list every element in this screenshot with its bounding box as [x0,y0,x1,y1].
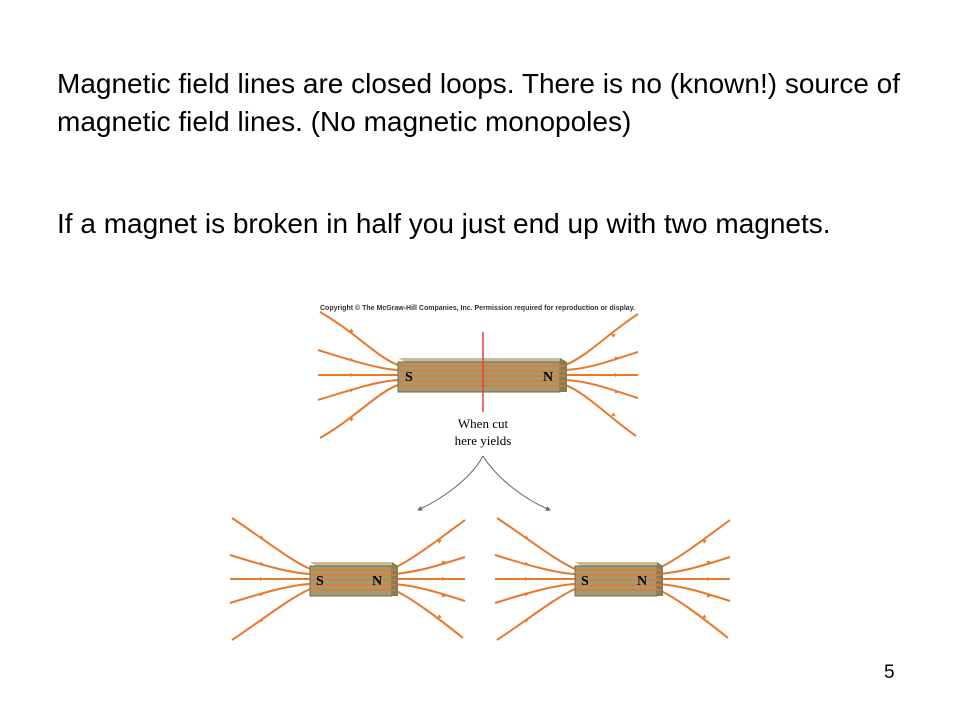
bar-magnet-top: S N [397,358,567,393]
south-pole-label: S [581,574,589,589]
north-pole-label: N [543,370,553,385]
field-lines-top-left [317,311,399,439]
field-lines-bottom-left-magnet [229,517,466,641]
cut-caption-line1: When cut [458,416,509,431]
cut-caption-line2: here yields [455,433,512,448]
south-pole-label: S [316,574,324,589]
bar-magnet-bottom-right: S N [574,562,663,597]
copyright-notice: Copyright © The McGraw-Hill Companies, I… [320,304,635,312]
field-lines-top-right [564,313,639,437]
paragraph-broken-magnet: If a magnet is broken in half you just e… [57,208,831,239]
bar-magnet-bottom-left: S N [309,562,398,597]
field-lines-bottom-right-magnet [494,517,731,641]
slide-number: 5 [884,662,895,683]
split-arrows [417,455,551,511]
north-pole-label: N [637,574,647,589]
north-pole-label: N [372,574,382,589]
paragraph-closed-loops: Magnetic field lines are closed loops. T… [57,68,901,137]
south-pole-label: S [405,370,413,385]
